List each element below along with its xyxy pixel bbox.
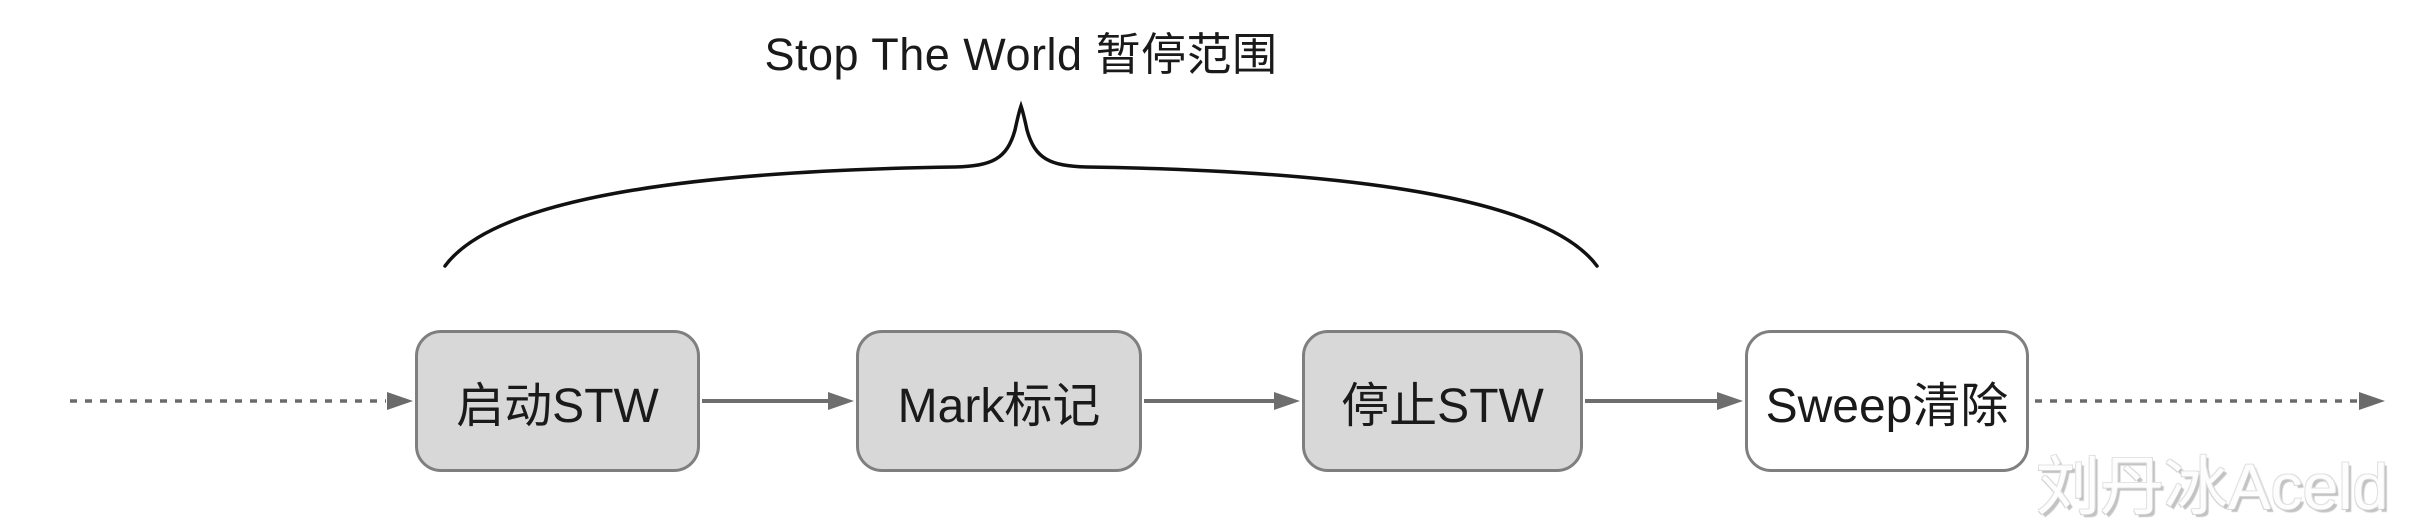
author-watermark: 刘丹冰Aceld: [2036, 451, 2389, 520]
node-sweep: Sweep清除: [1745, 330, 2029, 472]
arrowhead-node2-node3: [1274, 392, 1300, 410]
node-start-stw: 启动STW: [415, 330, 700, 472]
node-mark: Mark标记: [856, 330, 1142, 472]
node-sweep-label: Sweep清除: [1765, 380, 2009, 433]
node-mark-label: Mark标记: [897, 380, 1101, 433]
incoming-dotted-arrowhead: [387, 392, 413, 410]
node-stop-stw: 停止STW: [1302, 330, 1583, 472]
node-start-stw-label: 启动STW: [456, 380, 659, 433]
arrowhead-node3-node4: [1717, 392, 1743, 410]
arrowhead-node1-node2: [828, 392, 854, 410]
stw-span-brace: [443, 100, 1599, 268]
diagram-title: Stop The World 暂停范围: [764, 29, 1278, 80]
node-stop-stw-label: 停止STW: [1341, 380, 1544, 433]
outgoing-dotted-arrowhead: [2359, 392, 2385, 410]
